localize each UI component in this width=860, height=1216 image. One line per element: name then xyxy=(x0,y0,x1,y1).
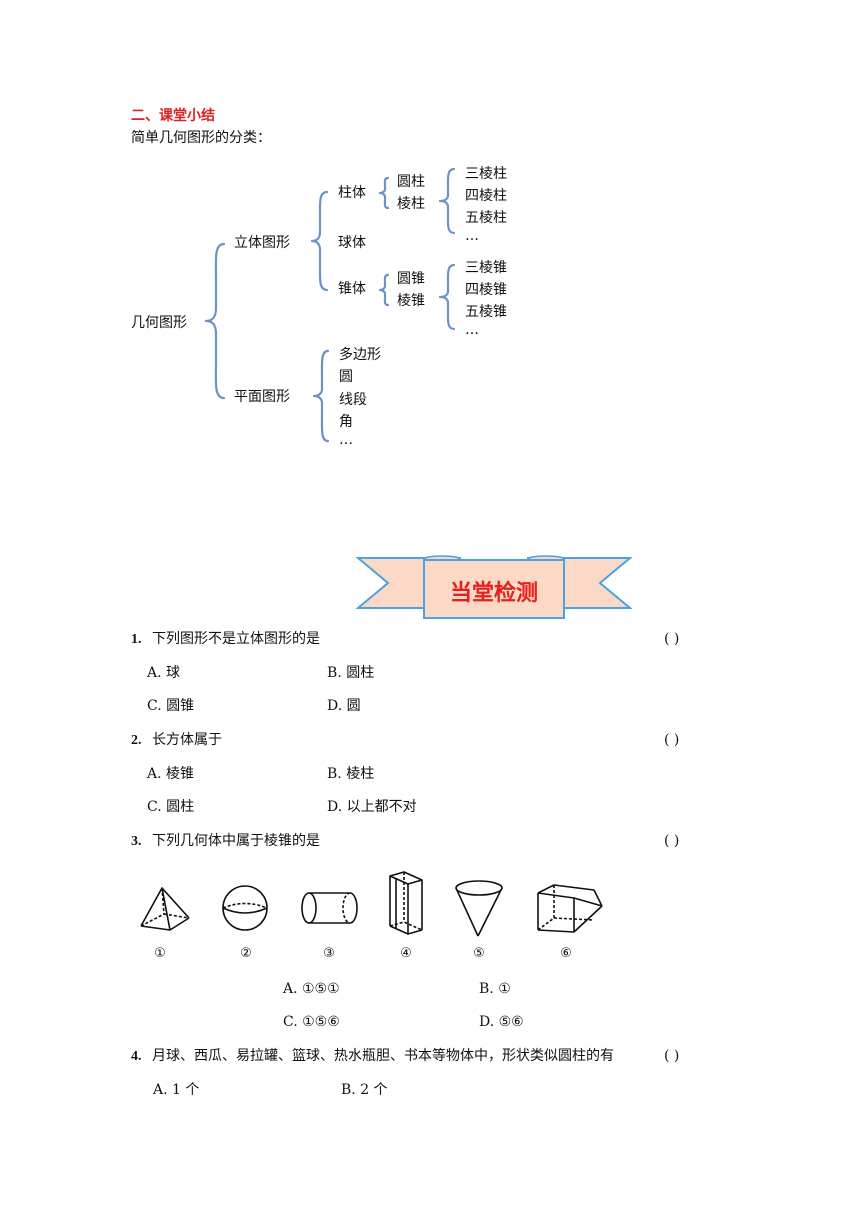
question-3: 3. 下列几何体中属于棱锥的是 xyxy=(131,834,320,849)
prism-family-brace xyxy=(378,176,390,210)
question-4: 4. 月球、西瓜、易拉罐、篮球、热水瓶胆、书本等物体中，形状类似圆柱的有 xyxy=(131,1049,614,1064)
option-a: A. 棱锥 xyxy=(147,766,195,782)
pyramid-item: 三棱锥 xyxy=(465,260,507,276)
question-1: 1. 下列图形不是立体图形的是 xyxy=(131,632,320,647)
figure-label: ② xyxy=(240,946,252,961)
option-a: A. ①⑤① xyxy=(283,981,340,997)
cylinder-drawing xyxy=(301,892,358,924)
plane-item: 圆 xyxy=(339,369,353,385)
cone-family-label: 锥体 xyxy=(338,281,366,297)
pyramid-item: 五棱锥 xyxy=(465,304,507,320)
figure-label: ⑤ xyxy=(473,946,485,961)
option-a: A. 球 xyxy=(147,665,181,681)
triangular-prism-drawing xyxy=(537,884,603,933)
prism-item: 四棱柱 xyxy=(465,188,507,204)
question-number: 1. xyxy=(131,632,142,647)
prisms-brace xyxy=(438,167,456,235)
pyramid-item: … xyxy=(465,322,479,338)
solids-figure: ① ② ③ ④ ⑤ ⑥ xyxy=(140,871,603,961)
answer-paren: ( ) xyxy=(664,833,680,849)
option-b: B. 2 个 xyxy=(341,1082,388,1098)
prism-label: 棱柱 xyxy=(397,196,425,212)
pyramid-item: 四棱锥 xyxy=(465,282,507,298)
plane-item: 角 xyxy=(339,414,353,430)
tree-root: 几何图形 xyxy=(131,315,187,331)
figure-label: ③ xyxy=(323,946,335,961)
plane-item: … xyxy=(339,432,353,448)
root-brace xyxy=(204,242,226,400)
solid-brace xyxy=(310,190,329,292)
solid-label: 立体图形 xyxy=(234,235,290,251)
pyramids-brace xyxy=(438,263,456,331)
option-c: C. 圆柱 xyxy=(147,799,195,815)
prism-drawing xyxy=(389,871,423,935)
plane-label: 平面图形 xyxy=(234,389,290,405)
option-b: B. 圆柱 xyxy=(327,665,375,681)
prism-item: 三棱柱 xyxy=(465,166,507,182)
sphere-label: 球体 xyxy=(338,235,366,251)
cone-drawing xyxy=(455,880,503,937)
figure-label: ④ xyxy=(400,946,412,961)
prism-family-label: 柱体 xyxy=(338,185,366,201)
option-b: B. 棱柱 xyxy=(327,766,375,782)
section-heading: 二、课堂小结 xyxy=(131,108,215,124)
answer-paren: ( ) xyxy=(664,631,680,647)
section-banner: 当堂检测 xyxy=(356,555,632,619)
option-c: C. 圆锥 xyxy=(147,698,195,714)
pyramid-drawing xyxy=(140,887,190,931)
question-text: 长方体属于 xyxy=(151,732,222,748)
answer-paren: ( ) xyxy=(664,1048,680,1064)
option-d: D. ⑤⑥ xyxy=(479,1014,524,1030)
question-text: 月球、西瓜、易拉罐、篮球、热水瓶胆、书本等物体中，形状类似圆柱的有 xyxy=(151,1048,614,1064)
intro-text: 简单几何图形的分类： xyxy=(131,130,271,146)
option-d: D. 以上都不对 xyxy=(327,799,417,815)
question-text: 下列图形不是立体图形的是 xyxy=(151,631,320,647)
question-number: 4. xyxy=(131,1049,142,1064)
answer-paren: ( ) xyxy=(664,732,680,748)
option-a: A. 1 个 xyxy=(153,1082,200,1098)
cylinder-label: 圆柱 xyxy=(397,174,425,190)
prism-item: … xyxy=(465,228,479,244)
question-2: 2. 长方体属于 xyxy=(131,733,222,748)
question-number: 2. xyxy=(131,733,142,748)
cone-label: 圆锥 xyxy=(397,271,425,287)
plane-item: 线段 xyxy=(339,392,367,408)
question-number: 3. xyxy=(131,834,142,849)
option-d: D. 圆 xyxy=(327,698,361,714)
plane-brace xyxy=(312,349,330,443)
option-c: C. ①⑤⑥ xyxy=(283,1014,340,1030)
sphere-drawing xyxy=(222,885,268,931)
cone-family-brace xyxy=(378,273,390,307)
banner-title: 当堂检测 xyxy=(450,580,538,606)
prism-item: 五棱柱 xyxy=(465,210,507,226)
plane-item: 多边形 xyxy=(339,347,381,363)
figure-label: ⑥ xyxy=(560,946,572,961)
question-text: 下列几何体中属于棱锥的是 xyxy=(151,833,320,849)
option-b: B. ① xyxy=(479,981,511,997)
figure-label: ① xyxy=(154,946,166,961)
pyramid-label: 棱锥 xyxy=(397,293,425,309)
